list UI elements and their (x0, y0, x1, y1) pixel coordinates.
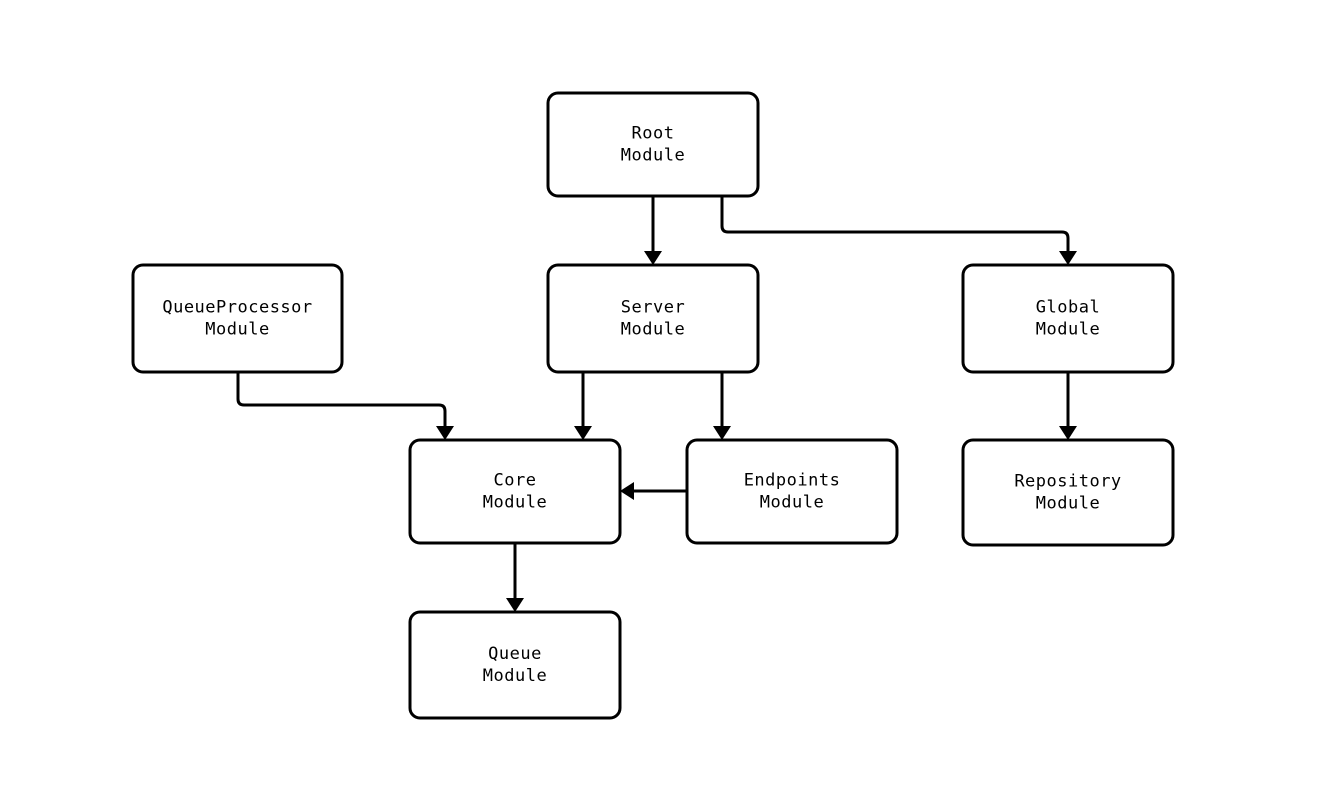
root-module-node-label-line2: Module (621, 146, 685, 166)
server-module-node-box[interactable] (546, 263, 760, 374)
endpoints-module-node-label-line2: Module (760, 493, 824, 513)
edge-queueprocessor-to-core-line (236, 372, 447, 433)
edge-root-to-server-arrowhead (644, 251, 662, 265)
edge-server-to-core (574, 372, 592, 440)
global-module-node-box[interactable] (961, 263, 1175, 374)
global-module-node-label-line1: Global (1036, 298, 1100, 318)
core-module-node-box[interactable] (408, 438, 622, 545)
nodes-layer: RootModuleQueueProcessorModuleServerModu… (131, 91, 1175, 720)
queueprocessor-module-node-label-line1: QueueProcessor (162, 298, 312, 318)
core-module-node-label-line2: Module (483, 493, 547, 513)
queue-module-node-box[interactable] (408, 610, 622, 720)
edges-layer (236, 196, 1077, 612)
edge-endpoints-to-core (620, 482, 687, 500)
edge-endpoints-to-core-arrowhead (620, 482, 634, 500)
edge-queueprocessor-to-core (236, 372, 454, 440)
core-module-node-label-line1: Core (494, 471, 537, 491)
edge-server-to-endpoints (713, 372, 731, 440)
queueprocessor-module-node-label-line2: Module (205, 320, 269, 340)
global-module-node-label-line2: Module (1036, 320, 1100, 340)
edge-core-to-queue (506, 543, 524, 612)
queueprocessor-module-node-box[interactable] (131, 263, 344, 374)
root-module-node-box[interactable] (546, 91, 760, 198)
edge-global-to-repository (1059, 372, 1077, 440)
edge-root-to-global-line (720, 196, 1070, 258)
repository-module-node-label-line2: Module (1036, 494, 1100, 514)
edge-root-to-server (644, 196, 662, 265)
edge-queueprocessor-to-core-arrowhead (436, 426, 454, 440)
edge-root-to-global (720, 196, 1077, 265)
repository-module-node-label-line1: Repository (1014, 472, 1121, 492)
endpoints-module-node-label-line1: Endpoints (744, 471, 841, 491)
server-module-node-label-line1: Server (621, 298, 685, 318)
queue-module-node-label-line1: Queue (488, 644, 542, 664)
edge-global-to-repository-arrowhead (1059, 426, 1077, 440)
queue-module-node-label-line2: Module (483, 666, 547, 686)
endpoints-module-node-box[interactable] (685, 438, 899, 545)
edge-core-to-queue-arrowhead (506, 598, 524, 612)
repository-module-node-box[interactable] (961, 438, 1175, 547)
edge-server-to-endpoints-arrowhead (713, 426, 731, 440)
edge-server-to-core-arrowhead (574, 426, 592, 440)
root-module-node-label-line1: Root (632, 124, 675, 144)
server-module-node-label-line2: Module (621, 320, 685, 340)
edge-root-to-global-arrowhead (1059, 251, 1077, 265)
